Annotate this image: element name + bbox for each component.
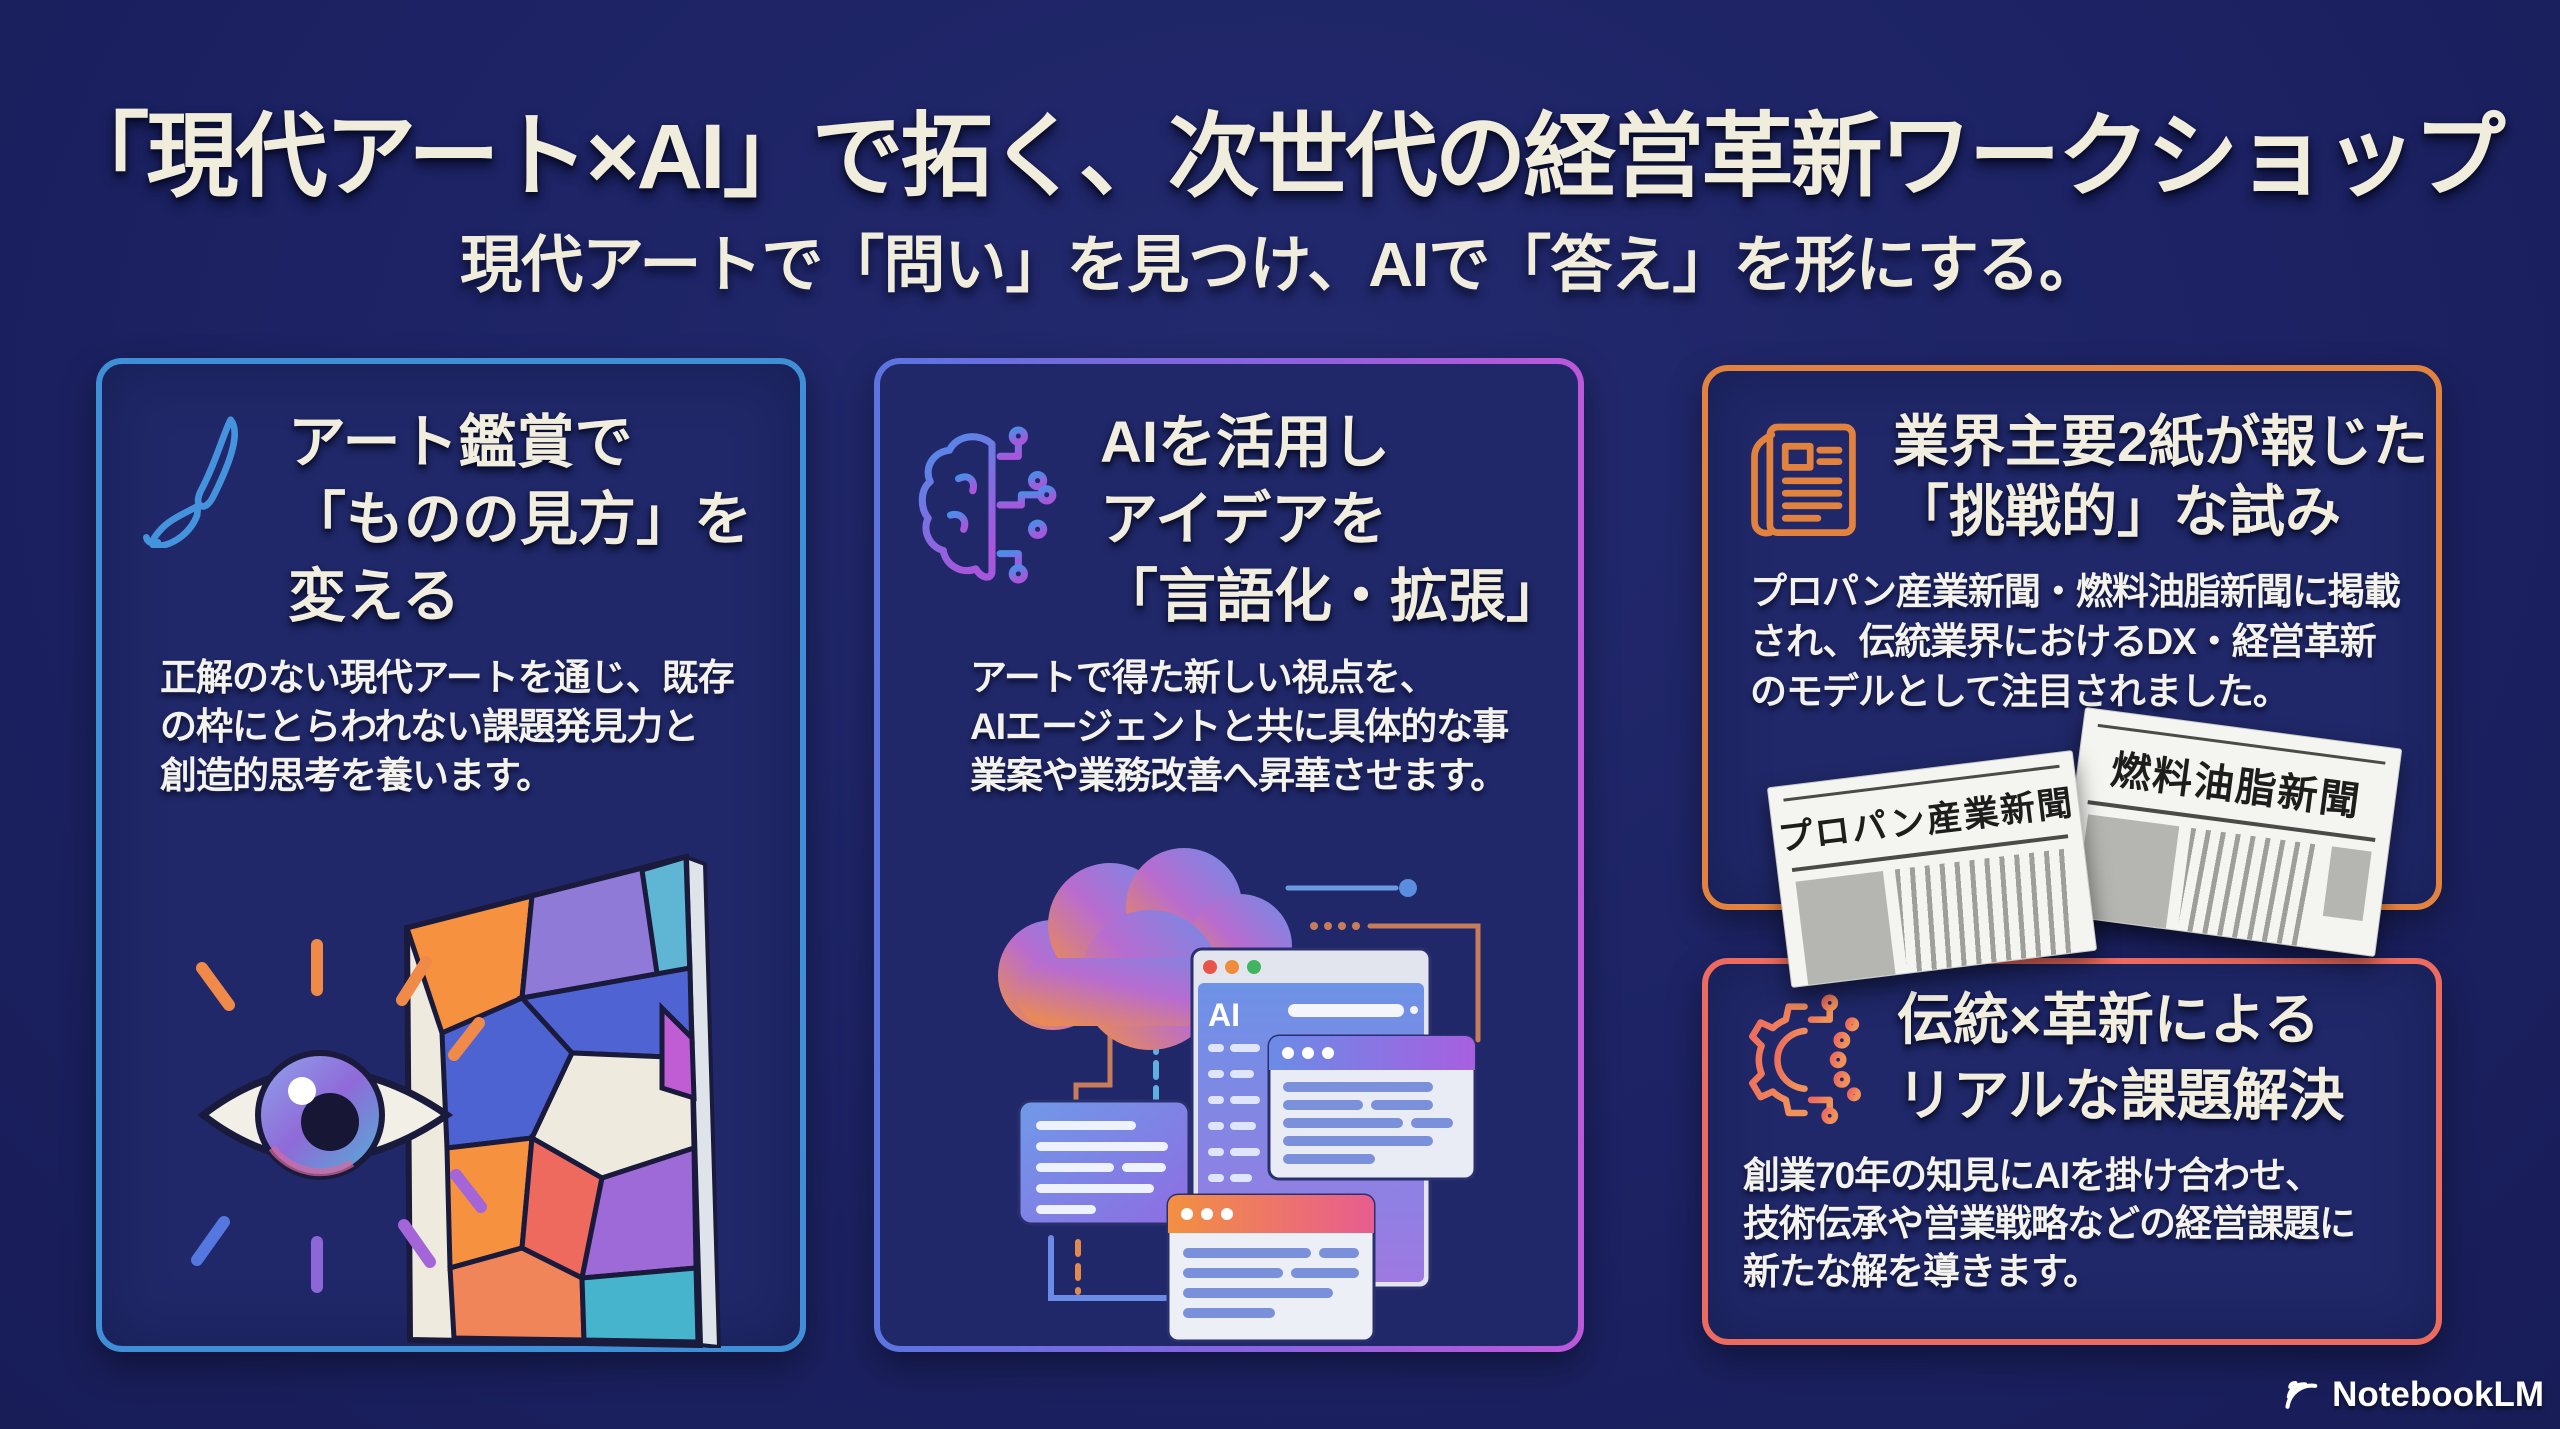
card-ai-title-line1: AIを活用し (1100, 410, 1391, 475)
page-title: 「現代アート×AI」で拓く、次世代の経営革新ワークショップ (57, 106, 2505, 208)
chat-window (1017, 1099, 1191, 1226)
card-art-title-line2: 「ものの見方」を (288, 487, 753, 552)
card-ai-border: AIを活用し アイデアを 「言語化・拡張」 アートで得た新しい視点を、 AIエー… (874, 358, 1584, 1352)
paintbrush-icon (143, 416, 239, 548)
card-art-body-line2: の枠にとらわれない課題発見力と (160, 706, 699, 747)
eye-and-abstract-painting-illustration (191, 853, 722, 1348)
brain-circuit-icon (918, 426, 1057, 584)
newspaper-fuel-oil: 燃料油脂新聞 (2057, 707, 2403, 957)
ai-cloud-windows-illustration: AI (998, 848, 1481, 1342)
card-art-title-line1: アート鑑賞で (288, 410, 633, 475)
ai-window-label: AI (1208, 997, 1240, 1033)
card-art-title-line3: 変える (288, 564, 461, 629)
card-legacy-body-line3: 新たな解を導きます。 (1743, 1251, 2100, 1292)
card-ai-body-line3: 業案や業務改善へ昇華させます。 (970, 755, 1507, 796)
card-legacy-title-line2: リアルな課題解決 (1897, 1064, 2345, 1127)
card-ai-body-line2: AIエージェントと共に具体的な事 (970, 706, 1509, 747)
card-legacy-title-line1: 伝統×革新による (1897, 988, 2321, 1051)
card-art-appreciation: アート鑑賞で 「ものの見方」を 変える 正解のない現代アートを通じ、既存 の枠に… (96, 358, 806, 1352)
card-press-title-line2: 「挑戦的」な試み (1893, 480, 2341, 543)
notebooklm-brand-label: NotebookLM (2332, 1375, 2544, 1414)
card-press-body-line2: され、伝統業界におけるDX・経営革新 (1750, 621, 2377, 662)
notebooklm-brand: NotebookLM (2282, 1372, 2544, 1418)
result-window-purple (1267, 1034, 1477, 1181)
card-ai-body: アートで得た新しい視点を、 AIエージェントと共に具体的な事 業案や業務改善へ昇… (970, 653, 1509, 800)
card-press-body: プロパン産業新聞・燃料油脂新聞に掲載 され、伝統業界におけるDX・経営革新 のモ… (1750, 567, 2401, 717)
card-ai-title: AIを活用し アイデアを 「言語化・拡張」 (1100, 404, 1564, 635)
gear-circuit-icon (1749, 994, 1861, 1124)
card-legacy-body: 創業70年の知見にAIを掛け合わせ、 技術伝承や営業戦略などの経営課題に 新たな… (1743, 1152, 2356, 1296)
card-legacy-title: 伝統×革新による リアルな課題解決 (1897, 982, 2344, 1134)
card-ai-body-line1: アートで得た新しい視点を、 (970, 657, 1437, 698)
card-ai-utilization: AIを活用し アイデアを 「言語化・拡張」 アートで得た新しい視点を、 AIエー… (880, 364, 1578, 1346)
card-art-body-line1: 正解のない現代アートを通じ、既存 (160, 657, 735, 698)
card-legacy-body-line2: 技術伝承や営業戦略などの経営課題に (1743, 1203, 2356, 1244)
newspaper-fuel-oil-title: 燃料油脂新聞 (2108, 748, 2364, 825)
newspaper-propane-title: プロパン産業新聞 (1775, 783, 2077, 859)
card-press-body-line3: のモデルとして注目されました。 (1750, 671, 2290, 712)
newspaper-icon (1751, 423, 1856, 537)
card-ai-title-line3: 「言語化・拡張」 (1100, 564, 1565, 629)
card-press-title-line1: 業界主要2紙が報じた (1893, 410, 2429, 473)
card-art-body: 正解のない現代アートを通じ、既存 の枠にとらわれない課題発見力と 創造的思考を養… (160, 653, 735, 800)
card-art-title: アート鑑賞で 「ものの見方」を 変える (288, 404, 752, 635)
result-window-orange (1166, 1193, 1376, 1342)
card-press-title: 業界主要2紙が報じた 「挑戦的」な試み (1893, 407, 2428, 547)
card-problem-solving: 伝統×革新による リアルな課題解決 創業70年の知見にAIを掛け合わせ、 技術伝… (1702, 958, 2442, 1345)
card-ai-title-line2: アイデアを (1100, 487, 1388, 552)
notebooklm-logo-icon (2285, 1381, 2318, 1409)
card-art-body-line3: 創造的思考を養います。 (160, 755, 553, 796)
card-legacy-body-line1: 創業70年の知見にAIを掛け合わせ、 (1743, 1155, 2322, 1196)
page-subtitle: 現代アートで「問い」を見つけ、AIで「答え」を形にする。 (460, 231, 2101, 300)
newspaper-propane-industry: プロパン産業新聞 (1766, 749, 2098, 989)
card-press-body-line1: プロパン産業新聞・燃料油脂新聞に掲載 (1750, 571, 2401, 612)
